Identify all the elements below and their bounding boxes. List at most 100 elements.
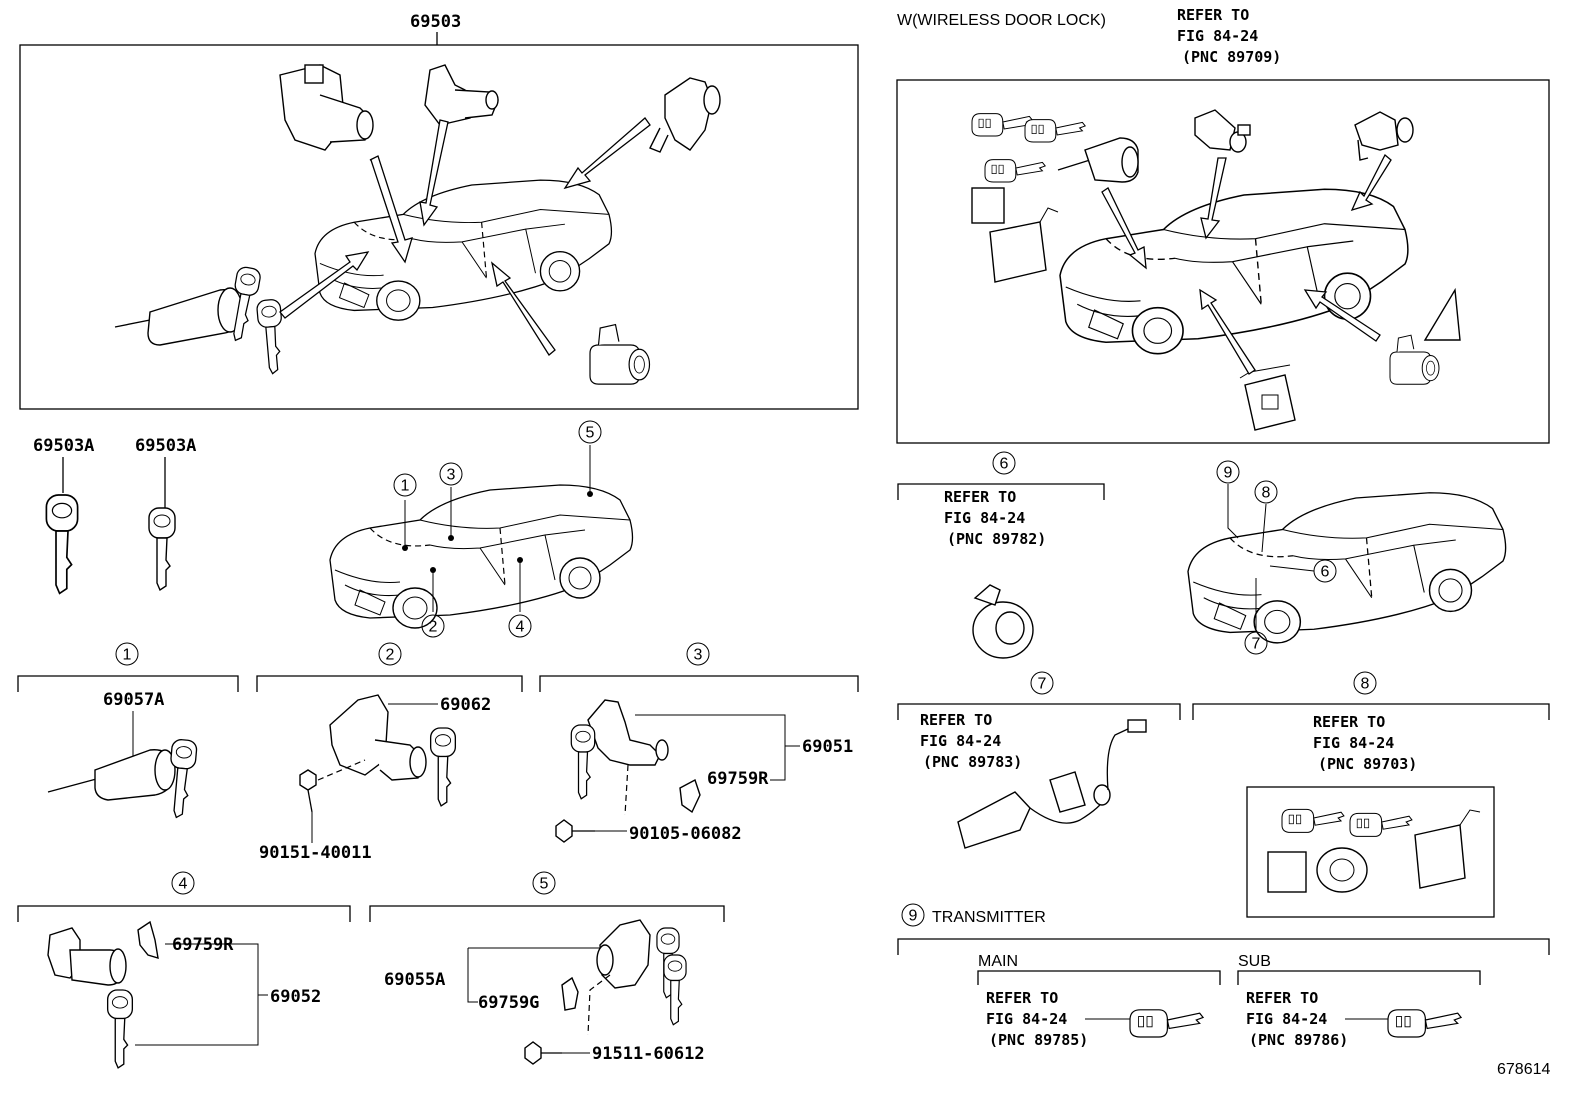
sub-key-illustration — [148, 507, 176, 591]
pointer-arrows-top-left — [279, 117, 651, 356]
part-number-69062: 69062 — [440, 695, 491, 715]
unlock-warning-switch-illustration — [957, 719, 1147, 849]
sub-transmitter-label: SUB — [1238, 953, 1271, 970]
refer-8-line1: REFER TO — [1313, 713, 1385, 731]
part-number-69759G: 69759G — [478, 993, 539, 1013]
main-bracket — [977, 970, 1221, 985]
callout-2-section: 2 — [386, 647, 395, 664]
callout-circle-4-section — [171, 871, 195, 895]
section-bracket-4 — [17, 905, 351, 922]
pointer-arrows-top-right — [1101, 153, 1392, 375]
callout-circle-2-section — [378, 642, 402, 666]
bolt-90151-40011-illustration — [299, 759, 366, 813]
section-bracket-9 — [897, 938, 1550, 955]
luggage-lock-illustration — [589, 324, 651, 385]
callout-4-center: 4 — [516, 619, 525, 636]
luggage-lock-69055A-illustration — [561, 919, 687, 1036]
refer-sub-line2: FIG 84-24 — [1246, 1010, 1327, 1028]
door-lock-illustration-wireless-2 — [1354, 111, 1414, 161]
callout-circle-8-car — [1254, 480, 1278, 504]
section-bracket-3 — [539, 675, 859, 692]
section-8-parts-illustration — [1267, 808, 1481, 893]
callout-circle-1-section — [115, 642, 139, 666]
assembly-frame-69503 — [19, 44, 859, 410]
part-number-90105-06082: 90105-06082 — [629, 824, 742, 844]
callout-5-center: 5 — [586, 425, 595, 442]
callout-circle-5-center — [578, 420, 602, 444]
ignition-cylinder-illustration-wireless — [1057, 137, 1139, 183]
callout-1-center: 1 — [401, 478, 410, 495]
door-lock-illustration-2 — [424, 64, 499, 126]
refer-7-line2: FIG 84-24 — [920, 732, 1001, 750]
callout-8-car: 8 — [1262, 485, 1271, 502]
refer-6-line3: (PNC 89782) — [947, 530, 1046, 548]
callout-circle-8-section — [1353, 671, 1377, 695]
callout-circle-1-center — [393, 473, 417, 497]
bolt-90105-06082-illustration — [555, 819, 595, 843]
refer-8-line3: (PNC 89703) — [1318, 755, 1417, 773]
ignition-cylinder-illustration — [114, 265, 287, 376]
door-control-receiver-illustration — [1239, 364, 1296, 431]
callout-7-car: 7 — [1252, 636, 1261, 653]
figure-number: 678614 — [1497, 1061, 1550, 1078]
section-bracket-1 — [17, 675, 239, 692]
door-lock-69052-illustration — [47, 920, 159, 1069]
callout-2-center: 2 — [429, 619, 438, 636]
callout-circle-7-section — [1030, 671, 1054, 695]
refer-main-line3: (PNC 89785) — [989, 1031, 1088, 1049]
luggage-lock-illustration-wireless — [1389, 287, 1461, 385]
callout-circle-4-center — [508, 614, 532, 638]
center-callouts — [402, 445, 593, 612]
part-number-69057A: 69057A — [103, 690, 164, 710]
refer-main-line1: REFER TO — [986, 989, 1058, 1007]
refer-8-line2: FIG 84-24 — [1313, 734, 1394, 752]
door-lock-illustration-wireless-1 — [1194, 109, 1251, 153]
callout-circle-3-section — [686, 642, 710, 666]
refer-sub-line3: (PNC 89786) — [1249, 1031, 1348, 1049]
callout-circle-3-center — [439, 462, 463, 486]
callout-9-car: 9 — [1224, 465, 1233, 482]
part-number-69052: 69052 — [270, 987, 321, 1007]
car-illustration-top-left — [314, 179, 613, 321]
part-number-69503A-left: 69503A — [33, 436, 94, 456]
ignition-cylinder-69057A-illustration — [47, 738, 198, 820]
wireless-keys-illustration — [971, 113, 1086, 283]
callout-3-section: 3 — [694, 647, 703, 664]
door-lock-illustration-3 — [649, 77, 721, 153]
door-lock-illustration-1 — [279, 64, 374, 151]
callout-circle-9-car — [1216, 460, 1240, 484]
callout-4-section: 4 — [179, 876, 188, 893]
main-transmitter-key-illustration — [1129, 1009, 1204, 1038]
callout-1-section: 1 — [123, 647, 132, 664]
part-number-69055A: 69055A — [384, 970, 445, 990]
wireless-door-lock-title: W(WIRELESS DOOR LOCK) — [897, 12, 1106, 29]
callout-5-section: 5 — [540, 876, 549, 893]
callout-6-car: 6 — [1321, 564, 1330, 581]
refer-6-line2: FIG 84-24 — [944, 509, 1025, 527]
refer-6-line1: REFER TO — [944, 488, 1016, 506]
part-number-90151-40011: 90151-40011 — [259, 843, 372, 863]
refer-to-top-line3: (PNC 89709) — [1182, 48, 1281, 66]
section-bracket-2 — [256, 675, 523, 692]
refer-to-top-line1: REFER TO — [1177, 6, 1249, 24]
part-number-69759R-section3: 69759R — [707, 769, 769, 789]
part-number-91511-60612: 91511-60612 — [592, 1044, 705, 1064]
door-lock-69051-illustration — [570, 699, 701, 816]
callout-circle-9-section — [901, 903, 925, 927]
callout-circle-6-section — [992, 451, 1016, 475]
master-key-illustration — [45, 494, 79, 595]
car-illustration-center — [329, 484, 634, 629]
sub-bracket — [1237, 970, 1481, 985]
section-bracket-5 — [369, 905, 725, 922]
refer-main-line2: FIG 84-24 — [986, 1010, 1067, 1028]
car-illustration-right — [1187, 492, 1507, 644]
section-8-parts-frame — [1246, 786, 1495, 918]
callout-8-section: 8 — [1361, 676, 1370, 693]
refer-to-top-line2: FIG 84-24 — [1177, 27, 1258, 45]
part-number-69759R-section4: 69759R — [172, 935, 234, 955]
callout-circle-7-car — [1244, 631, 1268, 655]
transmitter-title: TRANSMITTER — [932, 909, 1046, 926]
sub-transmitter-key-illustration — [1387, 1009, 1462, 1038]
car-illustration-top-right — [1059, 188, 1409, 355]
